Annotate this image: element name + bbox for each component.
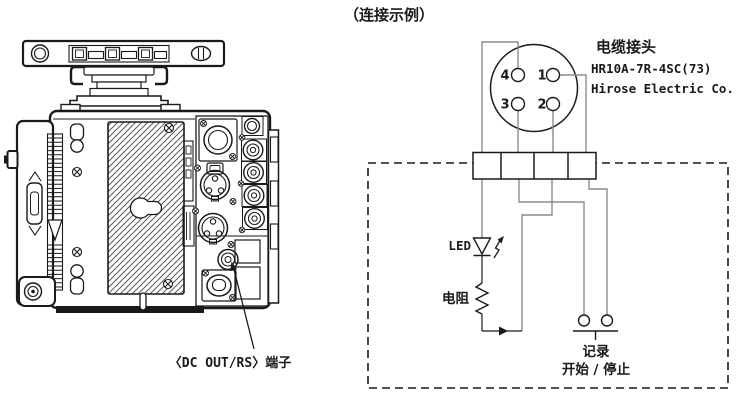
connector-manufacturer: Hirose Electric Co. <box>591 81 734 96</box>
viewfinder-connector-icon <box>203 125 233 155</box>
pointer-arrow <box>230 261 255 350</box>
pin-1 <box>545 67 561 83</box>
dashed-boundary <box>367 162 729 389</box>
wiring <box>481 41 608 331</box>
pin-3 <box>510 96 526 112</box>
resistor-label: 电阻 <box>442 290 469 307</box>
record-switch <box>573 314 618 340</box>
keyhole-slot <box>129 197 163 219</box>
pin-4 <box>510 67 526 83</box>
led-label: LED <box>448 238 471 253</box>
switch-label-line1: 记录 <box>583 344 611 360</box>
heatsink-fins <box>46 133 64 291</box>
light-emission-icon <box>493 238 502 259</box>
camera-handle-riser <box>69 65 169 107</box>
figure-title: （连接示例） <box>344 6 434 24</box>
camera-base <box>18 276 204 313</box>
coin-screw-icon <box>190 45 212 62</box>
dc-out-rs-terminal-label: 〈DC OUT/RS〉端子 <box>169 355 291 371</box>
bnc-connector-column <box>237 116 268 234</box>
connector-model: HR10A-7R-4SC(73) <box>591 61 711 76</box>
power-inlet-connector <box>201 269 237 302</box>
connector-panel <box>192 115 280 307</box>
switch-label-line2: 开始 / 停止 <box>562 361 631 378</box>
pin-2-label: 2 <box>537 98 546 113</box>
connector-pins <box>510 67 561 112</box>
pin-3-label: 3 <box>500 98 509 113</box>
pin-4-label: 4 <box>500 69 509 84</box>
camera-top-handle <box>21 39 226 68</box>
camera-illustration <box>4 39 280 350</box>
xlr-connector-1 <box>199 169 231 202</box>
resistor-symbol <box>474 282 522 336</box>
xlr-connector-2 <box>197 212 229 245</box>
battery-plate <box>69 121 195 295</box>
pin-1-label: 1 <box>537 69 546 84</box>
connector-title: 电缆接头 <box>596 38 656 56</box>
current-arrow-icon <box>499 326 508 336</box>
connection-diagram: 4 1 3 2 电缆接头 HR10A-7R-4SC(73) H <box>367 38 734 389</box>
pin-2 <box>545 96 561 112</box>
terminal-block <box>472 151 597 180</box>
led-symbol <box>472 236 504 283</box>
connector-face <box>489 43 579 133</box>
